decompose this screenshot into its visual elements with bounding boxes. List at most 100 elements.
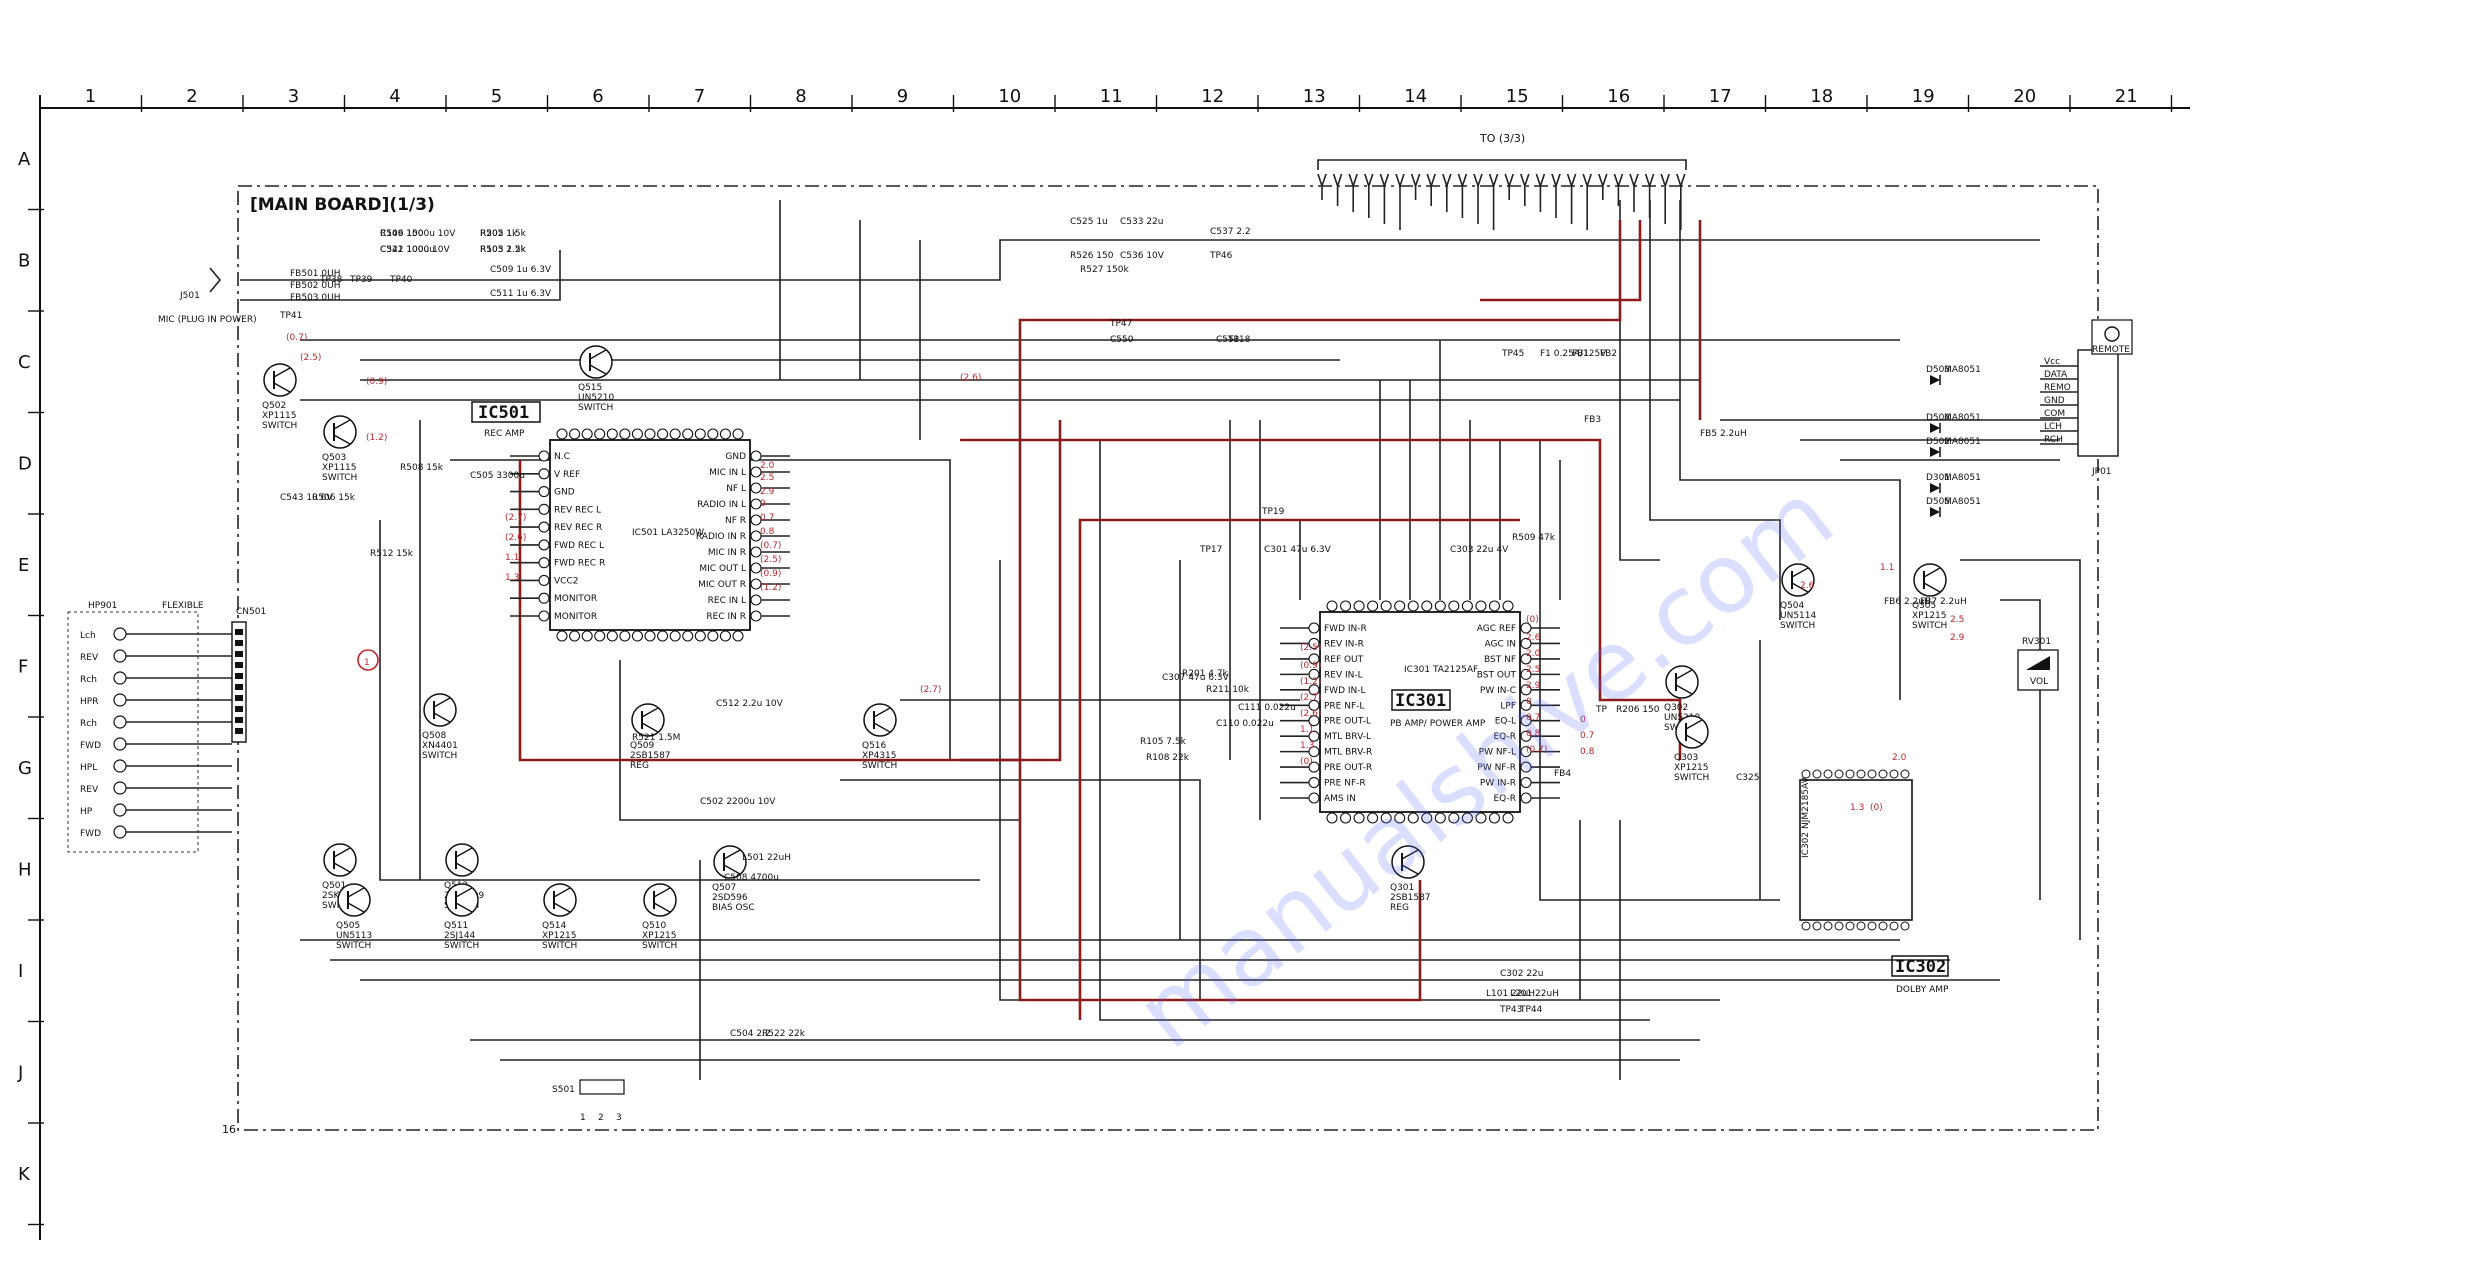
voltage-annotation: 2.9	[760, 487, 775, 497]
svg-text:Q507: Q507	[712, 883, 736, 893]
cn501-ref: CN501	[236, 607, 266, 617]
grid-col-label: 4	[389, 86, 400, 107]
part-annotation: FB6 2.2uH	[1884, 597, 1931, 607]
voltage-annotation: (2.7)	[920, 685, 941, 695]
part-annotation: TP17	[1199, 545, 1222, 555]
svg-text:XP1115: XP1115	[262, 411, 297, 421]
part-annotation: C302 22u	[1500, 969, 1543, 979]
part-annotation: R211 10k	[1206, 685, 1250, 695]
part-annotation: C325	[1736, 773, 1759, 783]
part-annotation: TP41	[279, 311, 302, 321]
svg-text:SWITCH: SWITCH	[542, 941, 577, 951]
grid-col-label: 18	[1810, 86, 1833, 107]
ic-pin-label: RADIO IN L	[697, 500, 746, 510]
grid-col-label: 6	[592, 86, 603, 107]
svg-text:D502: D502	[1926, 437, 1950, 447]
voltage-annotation: 1.1	[1880, 563, 1894, 573]
ic-pin-label: NF L	[726, 484, 746, 494]
svg-text:SWITCH: SWITCH	[1912, 621, 1947, 631]
svg-text:XP1215: XP1215	[642, 931, 677, 941]
part-annotation: C509 1u 6.3V	[490, 265, 552, 275]
rv301-ref: RV301	[2022, 637, 2051, 647]
svg-text:SWITCH: SWITCH	[336, 941, 371, 951]
ic-pin-label: EQ-R	[1493, 794, 1516, 804]
svg-text:Q515: Q515	[578, 383, 602, 393]
ic-pin-label: MONITOR	[554, 594, 597, 604]
part-annotation: R512 15k	[370, 549, 414, 559]
svg-text:Q510: Q510	[642, 921, 667, 931]
part-annotation: C322 1000u	[380, 245, 435, 255]
part-annotation: TP46	[1209, 251, 1233, 261]
voltage-annotation: (2.7)	[1300, 693, 1321, 703]
ic501-block: IC501 REC AMP IC501 LA3250W N.CV REFGNDR…	[471, 401, 790, 642]
voltage-annotation: 2.5	[760, 473, 774, 483]
svg-text:SWITCH: SWITCH	[642, 941, 677, 951]
hp901-pin-label: FWD	[80, 741, 101, 751]
part-annotation: C502 2200u 10V	[700, 797, 776, 807]
wiring-highlight	[518, 220, 1702, 1020]
svg-text:D503: D503	[1926, 365, 1950, 375]
hp901-pin-label: Rch	[80, 675, 97, 685]
svg-text:SWITCH: SWITCH	[1674, 773, 1709, 783]
grid-row-label: J	[17, 1062, 23, 1083]
svg-text:MA8051: MA8051	[1944, 413, 1981, 423]
svg-text:XN4401: XN4401	[422, 741, 458, 751]
svg-text:UN5210: UN5210	[1664, 713, 1700, 723]
voltage-annotation: 0.7	[760, 513, 774, 523]
grid-row-label: H	[18, 859, 32, 880]
hp901-desc: FLEXIBLE	[162, 601, 204, 611]
hp901-pin-label: HP	[80, 807, 93, 817]
grid-col-label: 11	[1100, 86, 1123, 107]
voltage-annotation: 2.6	[1526, 633, 1541, 643]
svg-text:XP1215: XP1215	[1912, 611, 1947, 621]
board-title: [MAIN BOARD](1/3)	[250, 195, 435, 215]
ic-pin-label: PRE NF-L	[1324, 701, 1364, 711]
part-annotation: C512 2.2u 10V	[716, 699, 784, 709]
grid-col-label: 8	[795, 86, 806, 107]
ic302-block: IC302 NJM2185AV IC302 DOLBY AMP	[1799, 769, 1949, 995]
svg-text:Q516: Q516	[862, 741, 887, 751]
hp901-pin-label: REV	[80, 785, 99, 795]
voltage-annotation: 2.0	[1892, 753, 1907, 763]
part-annotation: C549 1000u 10V	[380, 229, 456, 239]
voltage-annotation: (0.9)	[760, 569, 781, 579]
ic-pin-label: REC IN L	[708, 596, 746, 606]
svg-text:REG: REG	[1390, 903, 1409, 913]
part-annotation: C543 1u 6V	[280, 493, 333, 503]
hp901-pin-label: FWD	[80, 829, 101, 839]
grid-col-label: 9	[897, 86, 908, 107]
svg-text:Q509: Q509	[630, 741, 655, 751]
voltage-annotation: 0	[760, 499, 766, 509]
ic-pin-label: FWD REC R	[554, 559, 605, 569]
svg-text:UN5114: UN5114	[1780, 611, 1816, 621]
ic-pin-label: MIC IN R	[708, 548, 746, 558]
ic-pin-label: BST NF	[1484, 655, 1516, 665]
ic501-desc: REC AMP	[484, 429, 525, 439]
grid-col-label: 16	[1607, 86, 1630, 107]
grid-col-label: 7	[694, 86, 705, 107]
jp01-pin-label: RCH	[2044, 435, 2063, 445]
jp01-pin-label: DATA	[2044, 370, 2068, 380]
s501-pos-2: 2	[598, 1113, 604, 1123]
svg-text:UN5113: UN5113	[336, 931, 372, 941]
ic-pin-label: N.C	[554, 452, 570, 462]
svg-text:2SB1587: 2SB1587	[630, 751, 671, 761]
svg-text:Q505: Q505	[336, 921, 360, 931]
voltage-annotation: 0.7	[1526, 713, 1540, 723]
grid-frame	[28, 95, 2190, 1240]
part-annotation: R527 150k	[1080, 265, 1129, 275]
j501-block: J501 MIC (PLUG IN POWER)	[158, 267, 257, 325]
grid-row-label: F	[18, 656, 28, 677]
part-annotation: TP39	[349, 275, 373, 285]
